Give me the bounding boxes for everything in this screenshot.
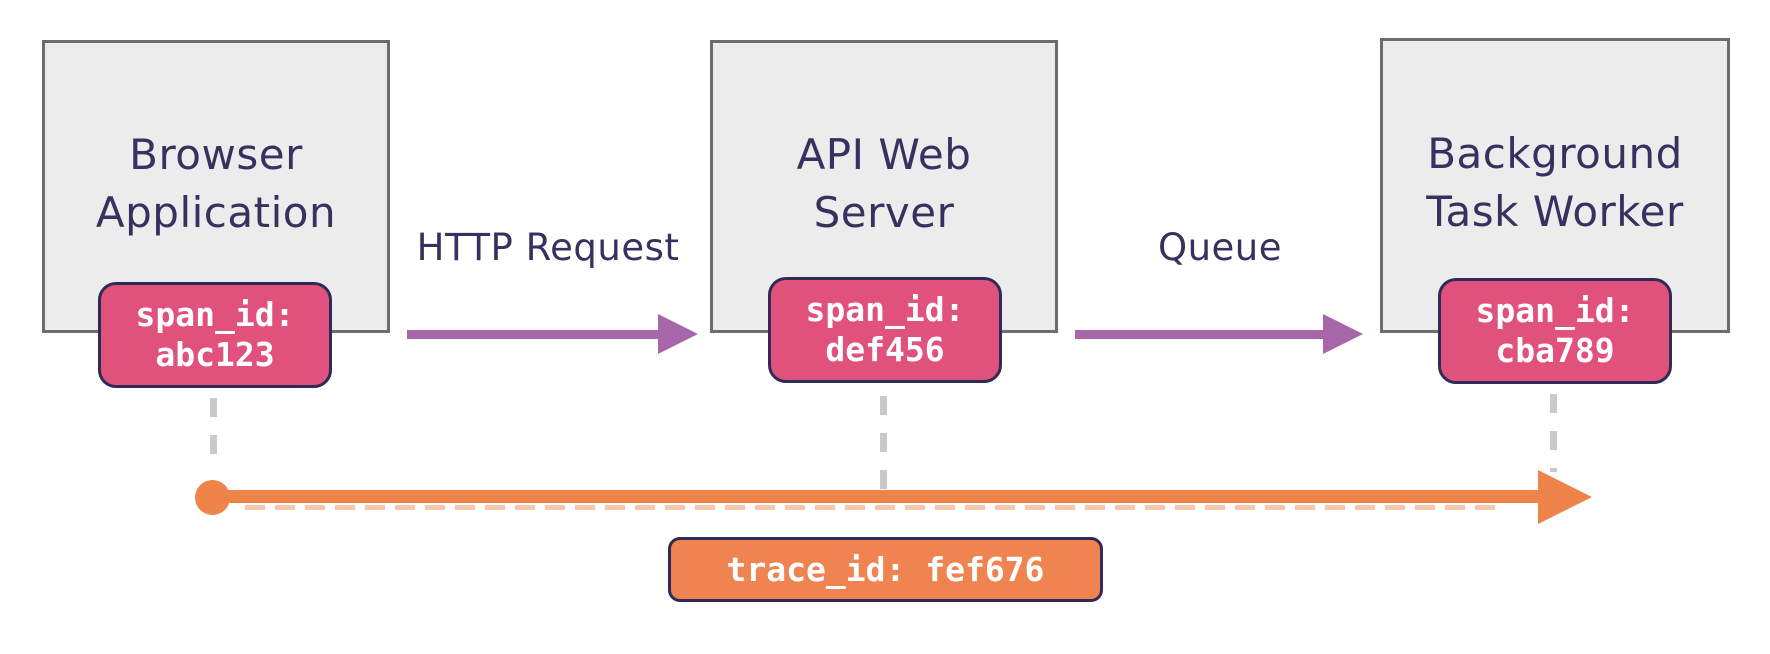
timeline-line — [212, 490, 1540, 503]
http-request-arrowhead-icon — [658, 314, 698, 354]
edge-label-queue: Queue — [1157, 226, 1283, 269]
span-badge-label: span_id: — [1475, 291, 1635, 330]
span-badge-value: cba789 — [1495, 331, 1615, 370]
node-title-line: Server — [813, 187, 955, 237]
dashed-connector-api — [880, 396, 887, 502]
queue-arrow-line — [1075, 330, 1325, 339]
node-title-line: Task Worker — [1426, 186, 1684, 236]
timeline-arrowhead-icon — [1538, 470, 1592, 524]
span-badge-label: span_id: — [135, 295, 295, 334]
trace-id-badge: trace_id: fef676 — [668, 537, 1103, 602]
node-title: API Web Server — [797, 126, 972, 248]
queue-arrowhead-icon — [1323, 314, 1363, 354]
node-title: Background Task Worker — [1426, 125, 1683, 247]
span-badge-value: abc123 — [155, 335, 275, 374]
span-badge-abc123: span_id: abc123 — [98, 282, 332, 388]
timeline-dashed-echo — [245, 505, 1495, 510]
edge-label-http-request: HTTP Request — [416, 226, 680, 269]
span-badge-def456: span_id: def456 — [768, 277, 1002, 383]
span-badge-cba789: span_id: cba789 — [1438, 278, 1672, 384]
trace-id-label: trace_id: fef676 — [726, 550, 1045, 589]
node-title-line: Browser — [129, 129, 303, 179]
node-title-line: Background — [1427, 128, 1683, 178]
dashed-connector-browser — [210, 398, 217, 470]
span-badge-label: span_id: — [805, 290, 965, 329]
http-request-arrow-line — [407, 330, 660, 339]
node-title-line: API Web — [796, 129, 972, 179]
node-title-line: Application — [95, 187, 337, 237]
dashed-connector-worker — [1550, 394, 1557, 472]
node-title: Browser Application — [96, 126, 336, 248]
span-badge-value: def456 — [825, 330, 945, 369]
